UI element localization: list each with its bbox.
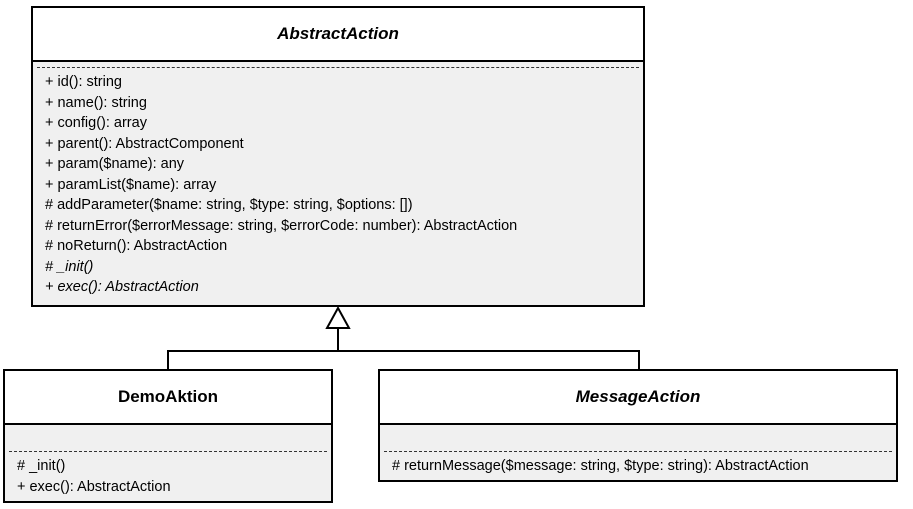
compartment-separator (9, 451, 327, 452)
generalization-branch-demo-aktion (167, 350, 169, 370)
operation-row: + exec(): AbstractAction (45, 279, 199, 295)
operation-row: + exec(): AbstractAction (17, 478, 171, 495)
operation-row: + config(): array (45, 115, 147, 131)
operation-row: + param($name): any (45, 156, 185, 172)
class-title-abstract-action: AbstractAction (277, 23, 399, 43)
class-box-message-action[interactable]: MessageAction # returnMessage($message: … (378, 369, 898, 482)
class-header-abstract-action: AbstractAction (33, 8, 643, 62)
operation-row: # _init() (17, 458, 66, 474)
operations-compartment-abstract-action: + id(): string + name(): string + config()… (33, 68, 643, 298)
operation-row: # returnMessage($message: string, $type:… (392, 458, 809, 474)
generalization-bus (167, 350, 640, 352)
class-box-demo-aktion[interactable]: DemoAktion # _init() + exec(): AbstractAc… (3, 369, 333, 503)
operations-compartment-message-action: # returnMessage($message: string, $type:… (380, 452, 896, 477)
generalization-branch-message-action (638, 350, 640, 370)
operation-row: + paramList($name): array (45, 176, 217, 193)
class-header-message-action: MessageAction (380, 371, 896, 425)
class-body-abstract-action: + id(): string + name(): string + config()… (33, 62, 643, 305)
attributes-compartment-demo-aktion (5, 425, 331, 451)
attributes-compartment-message-action (380, 425, 896, 451)
generalization-stem (337, 327, 339, 352)
operation-row: + name(): string (45, 94, 147, 111)
class-body-demo-aktion: # _init() + exec(): AbstractAction (5, 425, 331, 501)
operation-row: # returnError($errorMessage: string, $er… (45, 217, 518, 234)
compartment-separator (37, 67, 639, 68)
class-title-demo-aktion: DemoAktion (117, 386, 219, 406)
class-box-abstract-action[interactable]: AbstractAction + id(): string + name(): s… (31, 6, 645, 307)
operation-row: + parent(): AbstractComponent (45, 135, 244, 152)
operations-compartment-demo-aktion: # _init() + exec(): AbstractAction (5, 452, 331, 497)
class-header-demo-aktion: DemoAktion (5, 371, 331, 425)
class-body-message-action: # returnMessage($message: string, $type:… (380, 425, 896, 480)
compartment-separator (384, 451, 892, 452)
operation-row: + id(): string (45, 74, 122, 90)
operation-row: # noReturn(): AbstractAction (45, 238, 228, 254)
operation-row: # addParameter($name: string, $type: str… (45, 197, 413, 213)
class-title-message-action: MessageAction (575, 386, 701, 406)
operation-row: # _init() (45, 258, 94, 275)
